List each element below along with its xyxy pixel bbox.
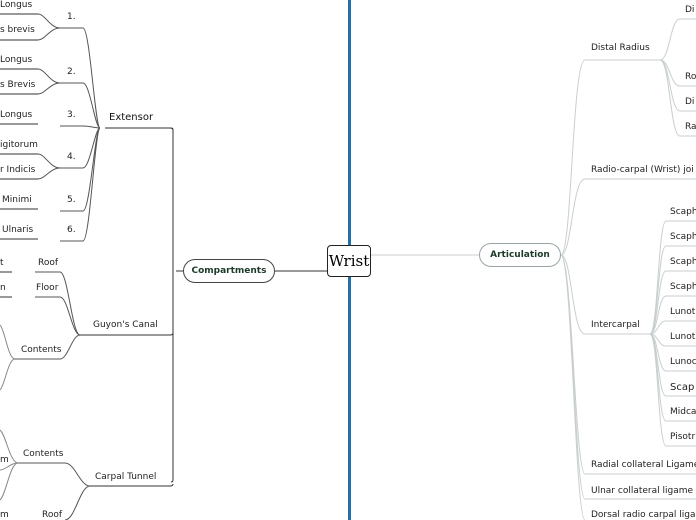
connector-line (649, 295, 696, 335)
connector-line (37, 153, 61, 169)
connector-line (560, 254, 586, 520)
node-muscle[interactable]: s Brevis (0, 80, 36, 90)
node-intercarpal-child[interactable]: Midca (670, 407, 696, 417)
node-extensor-4[interactable]: 4. (67, 152, 76, 162)
connector-line (60, 127, 101, 242)
root-node-wrist[interactable]: Wrist (327, 245, 371, 277)
node-guyon-roof[interactable]: Roof (38, 258, 59, 268)
node-guyon-floor[interactable]: Floor (36, 283, 59, 293)
node-extensor[interactable]: Extensor (109, 112, 154, 123)
connector-line (0, 358, 16, 391)
connector-line (60, 82, 101, 129)
node-muscle[interactable]: igitorum (0, 140, 38, 150)
node-muscle[interactable]: r Indicis (0, 165, 36, 175)
node-intercarpal-child[interactable]: Lunot (670, 332, 696, 342)
node-carpal-tunnel-contents-item[interactable]: m (0, 455, 9, 465)
connector-line (90, 483, 174, 487)
connector-line (649, 333, 696, 447)
node-extensor-2[interactable]: 2. (67, 67, 76, 77)
connector-line (18, 462, 91, 487)
node-dorsal-radio-carpal-ligament[interactable]: Dorsal radio carpal liga (591, 510, 696, 520)
node-intercarpal-child[interactable]: Scaph (670, 232, 696, 242)
connector-line (560, 254, 650, 335)
connector-line (60, 125, 101, 129)
node-intercarpal-child[interactable]: Scaph (670, 282, 696, 292)
connector-line (37, 68, 61, 84)
node-carpal-tunnel-roof-item[interactable]: m (0, 510, 9, 520)
connector-line (0, 324, 16, 360)
node-ulnar-collateral-ligament[interactable]: Ulnar collateral ligame (591, 486, 694, 496)
connector-line (15, 334, 81, 360)
connector-line (64, 485, 91, 520)
node-intercarpal-child[interactable]: Scaph (670, 257, 696, 267)
connector-line (0, 429, 19, 464)
node-guyon-contents[interactable]: Contents (21, 345, 62, 355)
node-extensor-6[interactable]: 6. (67, 225, 76, 235)
node-muscle[interactable]: s brevis (0, 25, 35, 35)
connector-line (649, 320, 696, 335)
node-muscle[interactable]: Longus (0, 0, 33, 10)
node-guyon-roof-item[interactable]: t (0, 258, 4, 268)
node-guyon-floor-item[interactable]: n (0, 283, 6, 293)
connector-line (560, 59, 660, 256)
node-radiocarpal-joint[interactable]: Radio-carpal (Wrist) joi (591, 165, 694, 175)
node-distal-radius-child[interactable]: Ra (685, 122, 696, 132)
connector-line (60, 27, 101, 129)
node-muscle[interactable]: Longus (0, 110, 33, 120)
connector-line (35, 296, 81, 336)
connector-line (37, 27, 61, 41)
node-extensor-1[interactable]: 1. (67, 12, 76, 22)
node-intercarpal-child[interactable]: Lunoc (670, 357, 696, 367)
node-carpal-tunnel-roof[interactable]: Roof (42, 510, 63, 520)
node-carpal-tunnel[interactable]: Carpal Tunnel (95, 472, 157, 482)
connector-line (37, 82, 61, 95)
connector-line (80, 332, 174, 336)
node-intercarpal-child[interactable]: Scaph (670, 207, 696, 217)
node-distal-radius-child[interactable]: Di (685, 5, 695, 15)
branch-node-compartments[interactable]: Compartments (183, 259, 275, 283)
node-guyons-canal[interactable]: Guyon's Canal (93, 320, 158, 330)
node-intercarpal-child[interactable]: Pisotr (670, 432, 696, 442)
connector-line (0, 462, 19, 501)
node-muscle[interactable]: Minimi (2, 195, 32, 205)
connector-line (659, 59, 696, 137)
node-distal-radius-child[interactable]: Di (685, 97, 695, 107)
connector-line (37, 167, 61, 180)
connector-line (560, 178, 696, 256)
connector-line (105, 127, 174, 131)
branch-node-articulation[interactable]: Articulation (479, 243, 561, 267)
node-intercarpal[interactable]: Intercarpal (591, 320, 640, 330)
node-carpal-tunnel-contents[interactable]: Contents (23, 449, 64, 459)
connector-line (37, 13, 61, 29)
node-muscle[interactable]: Longus (0, 55, 33, 65)
node-distal-radius-child[interactable]: Ro (685, 72, 696, 82)
connector-line (659, 18, 696, 61)
node-distal-radius[interactable]: Distal Radius (591, 43, 650, 53)
node-intercarpal-child[interactable]: Lunot (670, 307, 696, 317)
node-radial-collateral-ligament[interactable]: Radial collateral Ligame (591, 460, 696, 470)
node-intercarpal-child[interactable]: Scap (670, 382, 695, 393)
connector-line (170, 127, 183, 483)
node-muscle[interactable]: Ulnaris (2, 225, 34, 235)
node-extensor-3[interactable]: 3. (67, 110, 76, 120)
node-extensor-5[interactable]: 5. (67, 195, 76, 205)
